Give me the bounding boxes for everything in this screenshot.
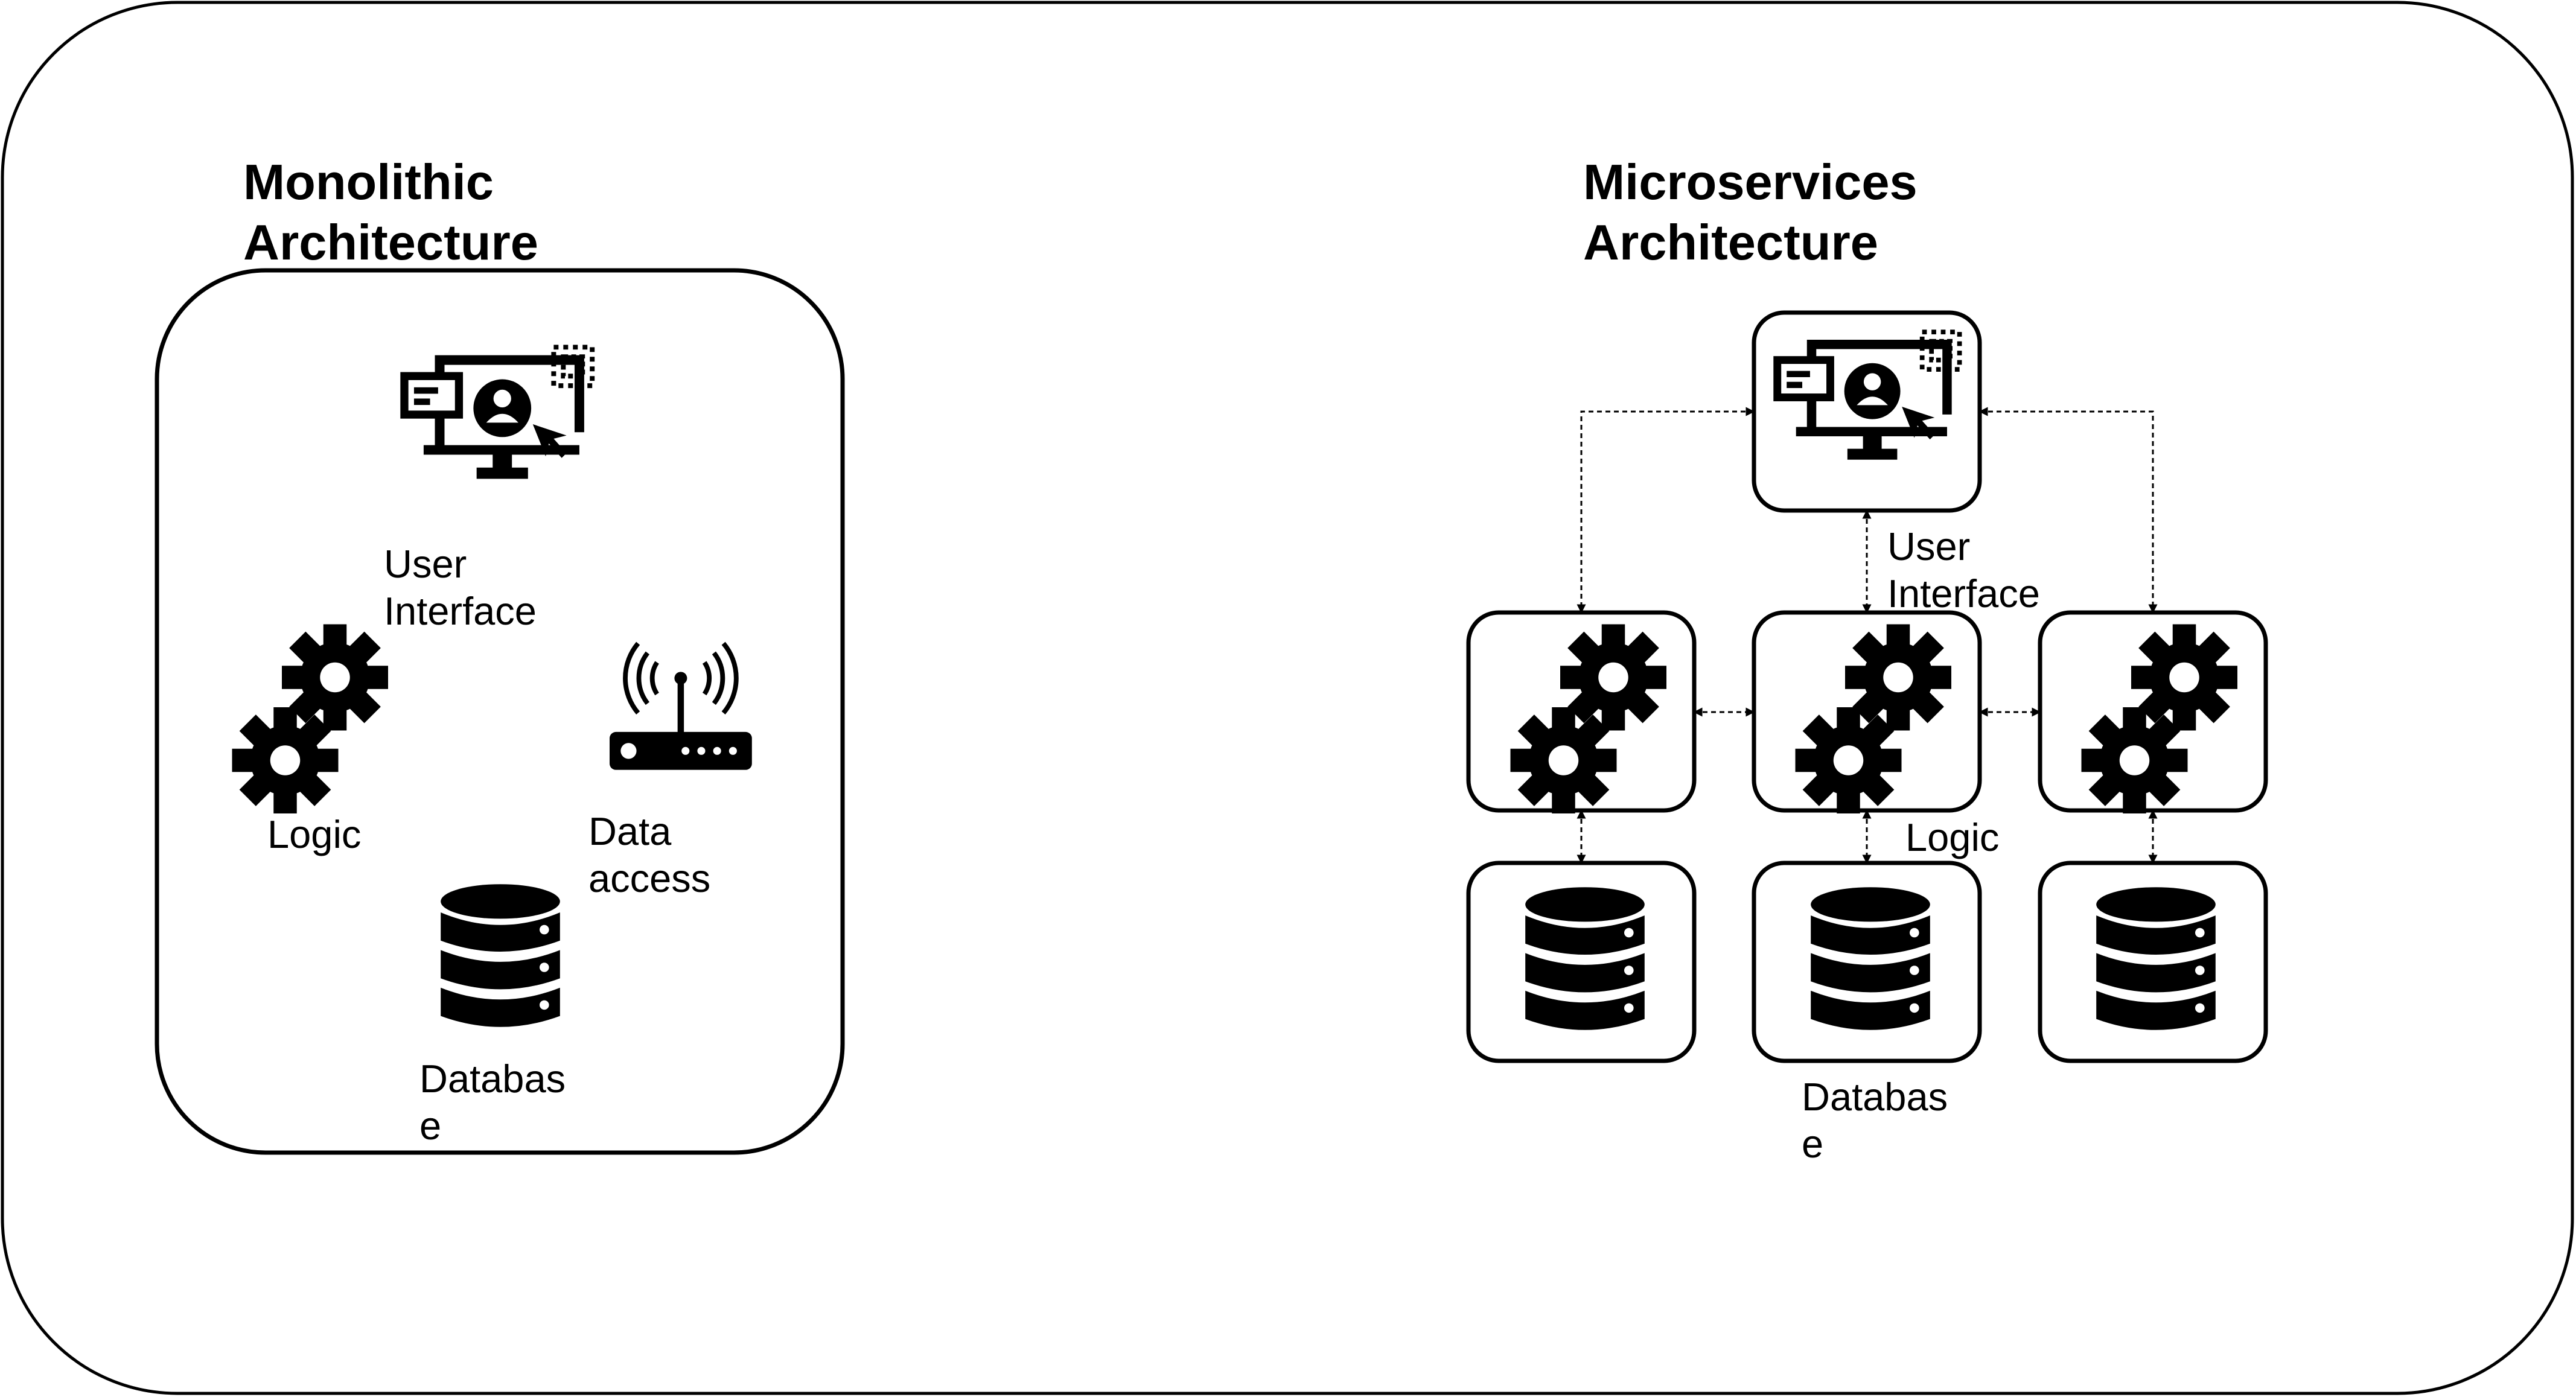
microservices-ui-label: User Interface (1887, 524, 2040, 616)
microservices-database-label: Databas e (1802, 1075, 1959, 1166)
microservices-section: Microservices Architecture (1466, 154, 2268, 1166)
monolithic-title-line1: Monolithic (243, 154, 494, 210)
monolithic-data-access-line1: Data (588, 809, 672, 853)
connectors (1577, 407, 2158, 864)
microservices-ui-label-line1: User (1887, 524, 1970, 568)
monolithic-database-label: Databas e (419, 1057, 576, 1148)
monolithic-database-line2: e (419, 1104, 441, 1148)
monolithic-container (155, 268, 845, 1155)
microservices-logic-label: Logic (1905, 815, 1999, 859)
microservices-database-line1: Databas (1802, 1075, 1948, 1119)
microservices-title: Microservices Architecture (1583, 154, 1931, 270)
microservices-ui-label-line2: Interface (1887, 571, 2040, 616)
monolithic-ui-label: User Interface (384, 542, 537, 633)
monolithic-title-line2: Architecture (243, 214, 538, 270)
monolithic-database-line1: Databas (419, 1057, 566, 1101)
monolithic-data-access-line2: access (588, 856, 710, 900)
monolithic-data-access-label: Data access (588, 809, 710, 900)
monolithic-ui-label-line1: User (384, 542, 467, 586)
microservices-title-line1: Microservices (1583, 154, 1918, 210)
microservices-title-line2: Architecture (1583, 214, 1878, 270)
monolithic-title: Monolithic Architecture (243, 154, 538, 270)
monolithic-ui-label-line2: Interface (384, 589, 537, 633)
microservices-database-line2: e (1802, 1122, 1823, 1166)
connector-ui-logic-right (1978, 407, 2158, 614)
monolithic-section: Monolithic Architecture User Interface L… (155, 154, 845, 1155)
monolithic-logic-label: Logic (267, 812, 361, 856)
connector-ui-logic-left (1577, 407, 1755, 614)
